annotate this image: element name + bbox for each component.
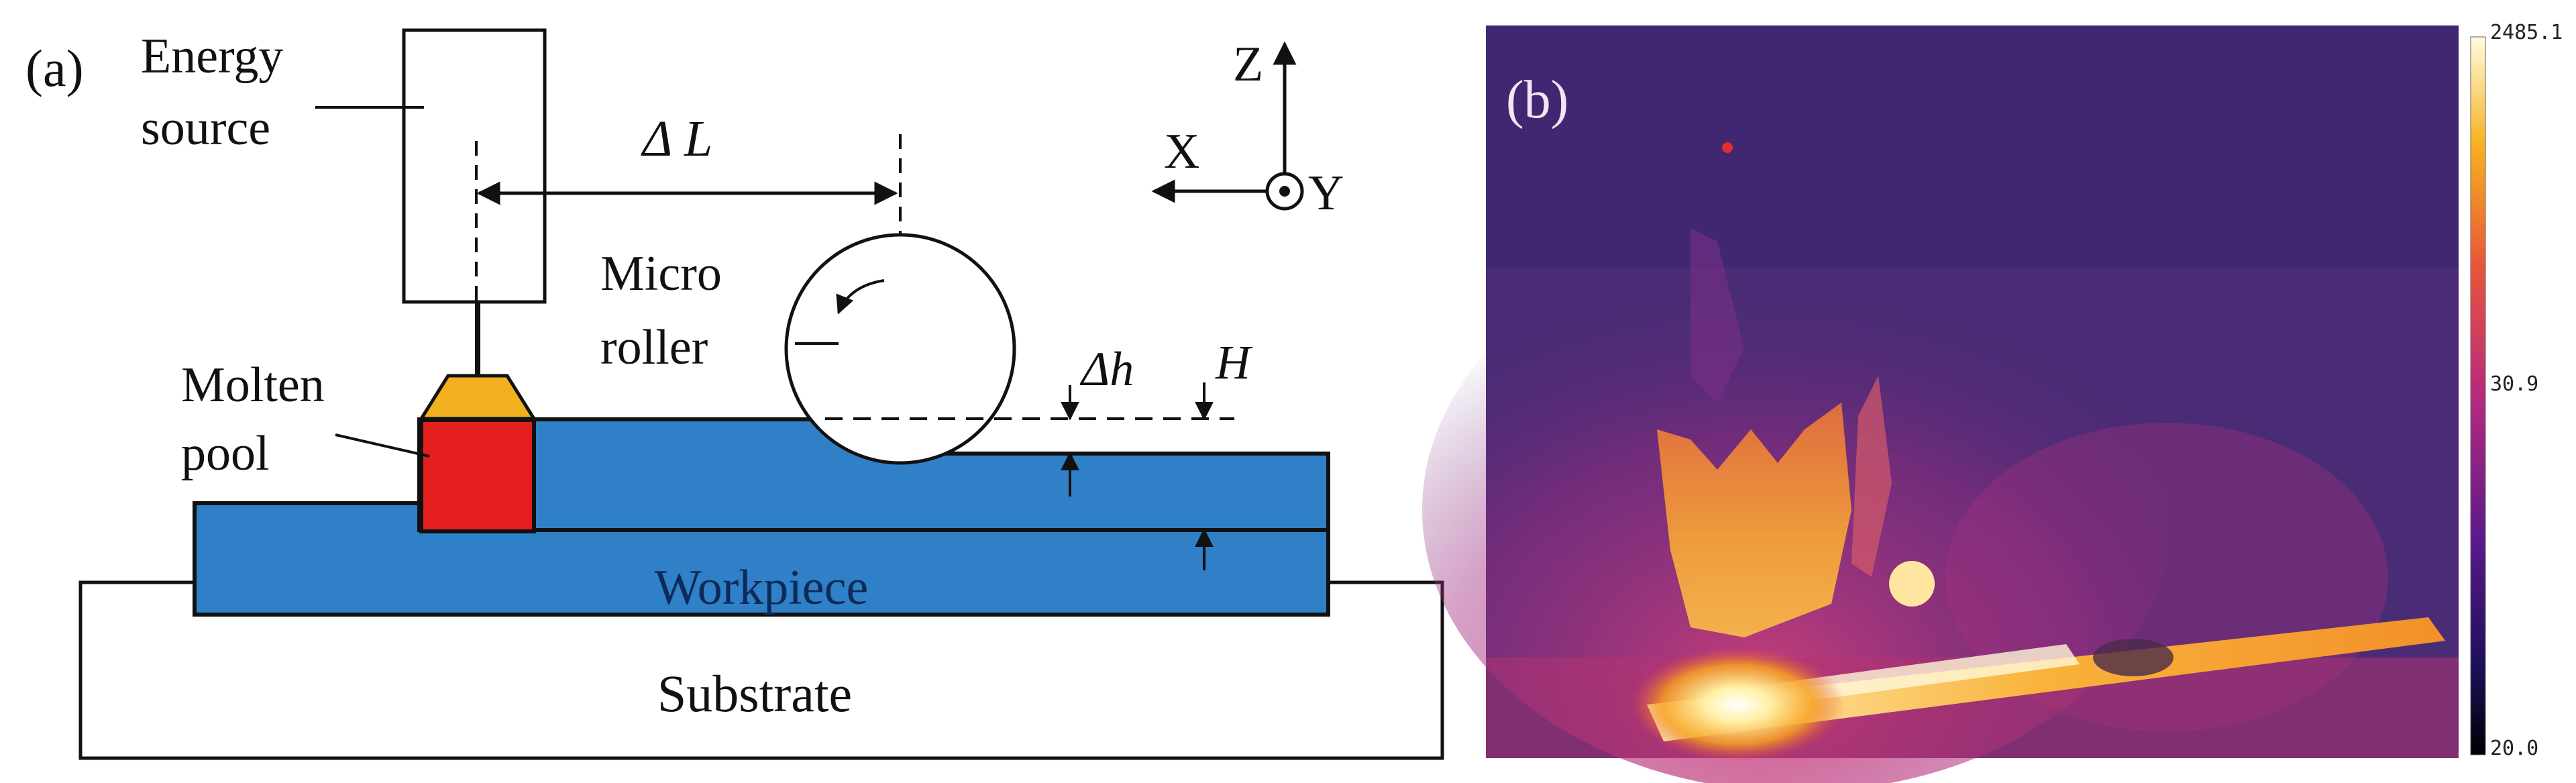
- x-axis-label: X: [1164, 124, 1199, 179]
- y-axis-dot: [1279, 186, 1290, 197]
- heated-nozzle: [1657, 403, 1851, 637]
- energy-source-box: [402, 28, 547, 304]
- roller-rotation-arrow: [836, 279, 885, 315]
- deposited-track: [1647, 617, 2445, 741]
- delta-l-label: Δ L: [641, 111, 713, 167]
- micro-roller-label-line2: roller: [600, 320, 708, 375]
- spark-point: [1722, 142, 1733, 153]
- energy-source-label-line1: Energy: [141, 29, 283, 84]
- workpiece-label: Workpiece: [655, 560, 869, 615]
- colorbar-min-label: 20.0: [2490, 737, 2538, 760]
- molten-pool-label-line1: Molten: [181, 358, 325, 413]
- colorbar: [2470, 36, 2486, 755]
- hot-spot: [1889, 561, 1935, 607]
- panel-b-label: (b): [1506, 70, 1568, 129]
- colorbar-mid-label: 30.9: [2490, 372, 2538, 396]
- molten-pool: [419, 418, 536, 533]
- y-axis-label: Y: [1308, 166, 1344, 221]
- heated-column-right: [1851, 376, 1892, 577]
- colorbar-max-label: 2485.1: [2490, 21, 2563, 44]
- melt-cap: [418, 374, 537, 421]
- coordinate-axes: Z X Y: [1151, 37, 1344, 221]
- micro-roller: [784, 233, 1016, 465]
- micro-roller-label-line1: Micro: [600, 246, 722, 301]
- roller-shadow: [2093, 639, 2174, 676]
- energy-source-label-line2: source: [141, 101, 270, 156]
- panel-b-thermal-image: (b) 2485.1 30.9 20.0: [1422, 21, 2563, 783]
- panel-a-schematic: (a) Substrate Workpiece Energy source Δ …: [25, 28, 1444, 760]
- substrate-label: Substrate: [657, 664, 852, 723]
- h-label: H: [1215, 335, 1253, 389]
- delta-h-label: Δh: [1079, 342, 1134, 396]
- z-axis-label: Z: [1233, 37, 1263, 92]
- warm-plume: [1690, 228, 1744, 403]
- panel-a-label: (a): [25, 39, 84, 97]
- molten-pool-label-line2: pool: [181, 426, 270, 481]
- melt-pool-glow: [1630, 647, 1845, 762]
- molten-pool-leader: [335, 433, 430, 458]
- thermal-upper-dark-band: [1486, 25, 2459, 267]
